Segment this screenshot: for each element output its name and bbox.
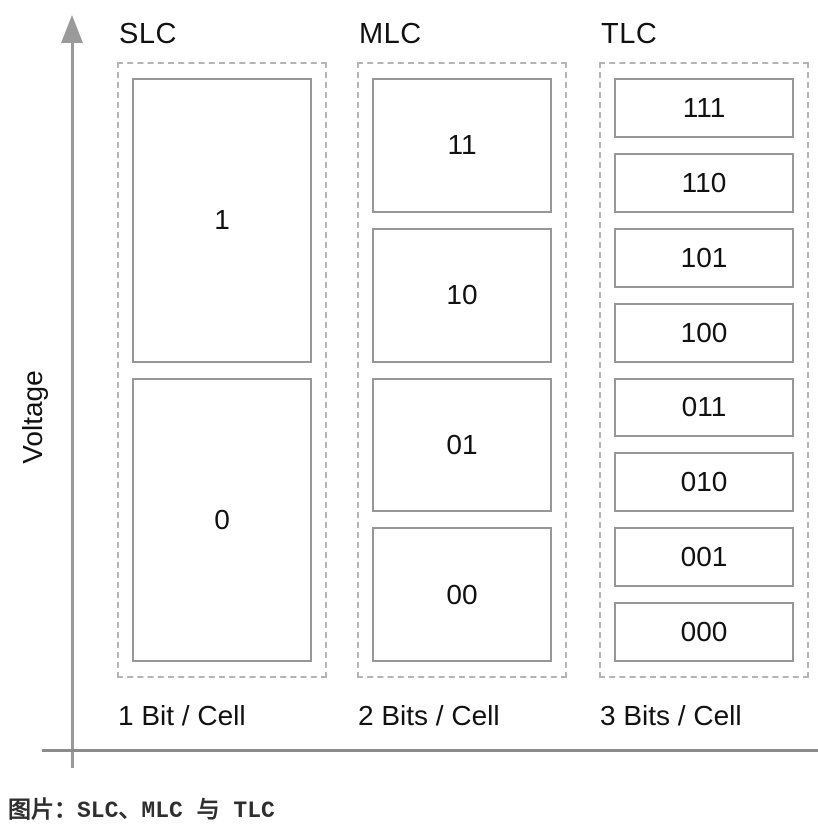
voltage-cell: 11 xyxy=(372,78,552,213)
voltage-cell: 10 xyxy=(372,227,552,363)
column-header-slc: SLC xyxy=(119,18,177,50)
voltage-cell: 001 xyxy=(614,527,794,588)
voltage-cell: 011 xyxy=(614,377,794,438)
voltage-cell: 0 xyxy=(132,377,312,662)
column-header-tlc: TLC xyxy=(601,18,658,50)
column-box-mlc: 11 10 01 00 xyxy=(357,62,567,678)
voltage-cell: 000 xyxy=(614,602,794,662)
voltage-cell: 00 xyxy=(372,527,552,662)
voltage-cell: 100 xyxy=(614,302,794,363)
voltage-cell: 01 xyxy=(372,377,552,513)
y-axis-line xyxy=(71,40,74,768)
column-footer-slc: 1 Bit / Cell xyxy=(118,700,246,731)
y-axis-label: Voltage xyxy=(17,370,48,464)
column-slc: SLC 1 0 1 Bit / Cell xyxy=(117,14,327,732)
caption-prefix: 图片： xyxy=(8,796,77,822)
voltage-cell: 111 xyxy=(614,78,794,138)
voltage-cell: 101 xyxy=(614,227,794,288)
column-header-mlc: MLC xyxy=(359,18,422,50)
column-tlc: TLC 111 110 101 100 011 010 001 000 3 Bi… xyxy=(599,14,809,732)
column-footer-mlc: 2 Bits / Cell xyxy=(358,700,500,731)
column-box-tlc: 111 110 101 100 011 010 001 000 xyxy=(599,62,809,678)
figure-caption: 图片：SLC、MLC 与 TLC xyxy=(8,790,275,824)
voltage-cell: 1 xyxy=(132,78,312,363)
x-axis-line xyxy=(42,749,818,752)
column-box-slc: 1 0 xyxy=(117,62,327,678)
voltage-cell: 010 xyxy=(614,452,794,513)
column-mlc: MLC 11 10 01 00 2 Bits / Cell xyxy=(357,14,567,732)
voltage-cell: 110 xyxy=(614,152,794,213)
column-footer-tlc: 3 Bits / Cell xyxy=(600,700,742,731)
caption-title: SLC、MLC 与 TLC xyxy=(77,798,275,824)
y-axis-arrow-icon xyxy=(61,15,83,43)
